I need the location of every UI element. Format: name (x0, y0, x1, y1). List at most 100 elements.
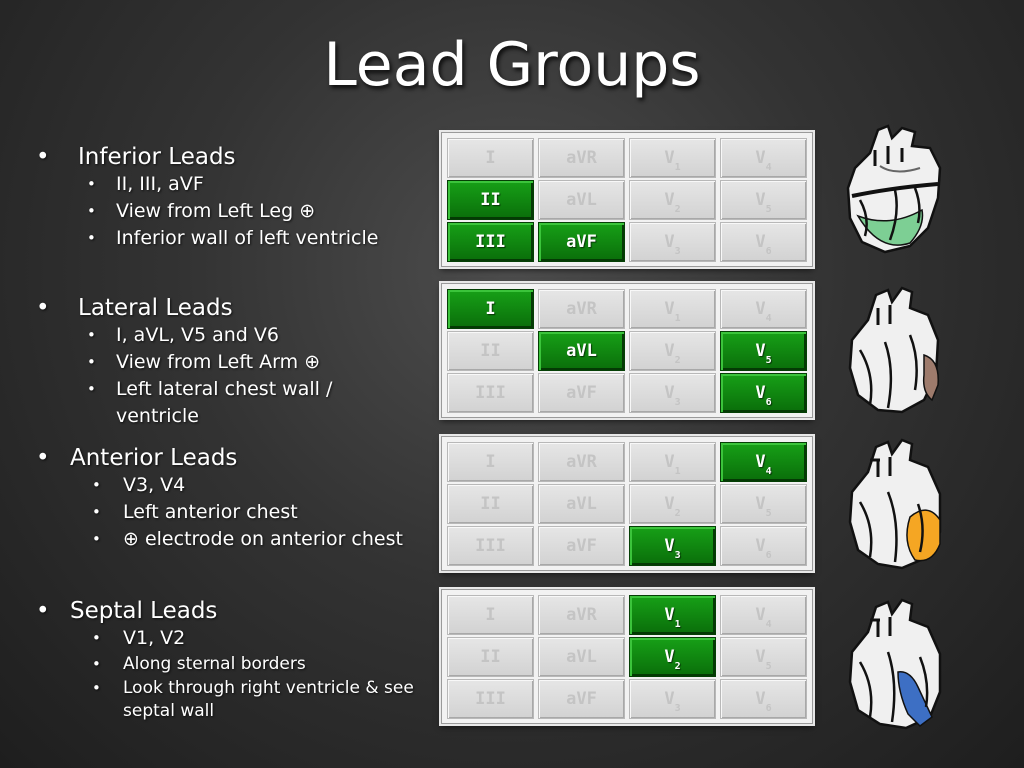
lead-label: aVF (566, 536, 597, 556)
lead-label: V (664, 689, 675, 709)
bullet-icon: • (92, 655, 101, 673)
lead-label: V (755, 605, 766, 625)
lead-label: III (475, 689, 506, 709)
list-item: • Left lateral chest wall / ventricle (0, 376, 360, 430)
heading-text: Lateral Leads (78, 295, 233, 321)
lead-label: I (485, 148, 496, 168)
lead-subscript: 1 (674, 466, 681, 478)
section-heading: • Anterior Leads (0, 444, 440, 472)
item-text: I, aVL, V5 and V6 (116, 324, 279, 346)
lead-subscript: 3 (674, 550, 681, 562)
lead-subscript: 2 (674, 204, 681, 216)
lead-cell-avl: aVL (538, 637, 625, 677)
lead-subscript: 2 (674, 355, 681, 367)
lead-label: V (664, 190, 675, 210)
sub-list: •I, aVL, V5 and V6 •View from Left Arm ⊕… (0, 322, 360, 430)
lead-cell-v6: V6 (720, 526, 807, 566)
lead-label: V (664, 452, 675, 472)
lead-label: V (664, 299, 675, 319)
lead-subscript: 1 (674, 619, 681, 631)
heart-septal-icon (848, 598, 942, 730)
lead-label: aVR (566, 299, 597, 319)
lead-cell-i: I (447, 442, 534, 482)
item-text: ⊕ electrode on anterior chest (123, 528, 403, 550)
lead-subscript: 5 (765, 661, 772, 673)
lead-subscript: 1 (674, 313, 681, 325)
bullet-icon: • (36, 295, 50, 321)
lead-subscript: 2 (674, 661, 681, 673)
lead-label: V (664, 605, 675, 625)
heart-anterior-icon (848, 438, 942, 570)
lead-label: V (755, 536, 766, 556)
lead-cell-v6: V6 (720, 679, 807, 719)
lead-cell-ii: II (447, 331, 534, 371)
lead-label: II (480, 494, 501, 514)
lead-subscript: 4 (765, 162, 772, 174)
list-item: •Left anterior chest (0, 499, 440, 526)
lead-label: aVF (566, 232, 597, 252)
heart-inferior-icon (846, 124, 942, 254)
list-item: • View from Left Arm ⊕ (0, 349, 360, 376)
lead-cell-v5: V5 (720, 180, 807, 220)
sub-list: •II, III, aVF •View from Left Leg ⊕ •Inf… (0, 171, 440, 252)
lead-label: III (475, 536, 506, 556)
item-text: Inferior wall of left ventricle (116, 227, 379, 249)
lead-cell-avf: aVF (538, 373, 625, 413)
item-text: Left anterior chest (123, 501, 298, 523)
lead-label: V (664, 494, 675, 514)
sub-list: •V3, V4 •Left anterior chest •⊕ electrod… (0, 472, 440, 553)
lead-label: aVL (566, 494, 597, 514)
bullet-icon: • (87, 380, 96, 398)
lead-cell-v2: V2 (629, 637, 716, 677)
section-septal: • Septal Leads •V1, V2 •Along sternal bo… (0, 597, 440, 723)
lead-label: V (664, 148, 675, 168)
lead-cell-v2: V2 (629, 484, 716, 524)
section-inferior: • Inferior Leads •II, III, aVF •View fro… (0, 143, 440, 252)
lead-label: III (475, 383, 506, 403)
list-item: •V1, V2 (0, 625, 440, 652)
lead-label: II (480, 647, 501, 667)
bullet-icon: • (87, 353, 96, 371)
bullet-icon: • (87, 229, 96, 247)
heart-lateral-icon (848, 286, 940, 414)
bullet-icon: • (87, 175, 96, 193)
lead-label: V (664, 536, 675, 556)
lead-cell-v5: V5 (720, 484, 807, 524)
lead-label: aVL (566, 190, 597, 210)
section-anterior: • Anterior Leads •V3, V4 •Left anterior … (0, 444, 440, 553)
lead-cell-avf: aVF (538, 526, 625, 566)
lead-cell-avf: aVF (538, 222, 625, 262)
lead-label: II (480, 341, 501, 361)
sub-list: •V1, V2 •Along sternal borders •Look thr… (0, 625, 440, 723)
bullet-icon: • (36, 144, 50, 170)
lead-label: V (664, 647, 675, 667)
heading-text: Septal Leads (70, 598, 218, 624)
bullet-icon: • (92, 629, 101, 647)
section-heading: • Lateral Leads (0, 294, 440, 322)
item-text: View from Left Arm ⊕ (116, 351, 321, 373)
bullet-icon: • (36, 445, 50, 471)
lead-cell-avl: aVL (538, 331, 625, 371)
bullet-icon: • (92, 530, 101, 548)
lead-cell-v4: V4 (720, 289, 807, 329)
bullet-icon: • (92, 679, 101, 697)
lead-cell-v1: V1 (629, 595, 716, 635)
list-item: •I, aVL, V5 and V6 (0, 322, 360, 349)
heading-text: Inferior Leads (78, 144, 236, 170)
lead-cell-v3: V3 (629, 526, 716, 566)
lead-label: V (755, 232, 766, 252)
lead-subscript: 5 (765, 355, 772, 367)
lead-cell-v3: V3 (629, 222, 716, 262)
lead-cell-i: I (447, 289, 534, 329)
lead-label: aVL (566, 341, 597, 361)
lead-cell-v1: V1 (629, 442, 716, 482)
bullet-icon: • (92, 476, 101, 494)
lead-label: V (755, 148, 766, 168)
lead-label: V (755, 494, 766, 514)
item-text: Look through right ventricle & see septa… (123, 678, 414, 721)
lead-cell-iii: III (447, 373, 534, 413)
item-text: Left lateral chest wall / ventricle (116, 378, 333, 427)
lead-subscript: 4 (765, 619, 772, 631)
